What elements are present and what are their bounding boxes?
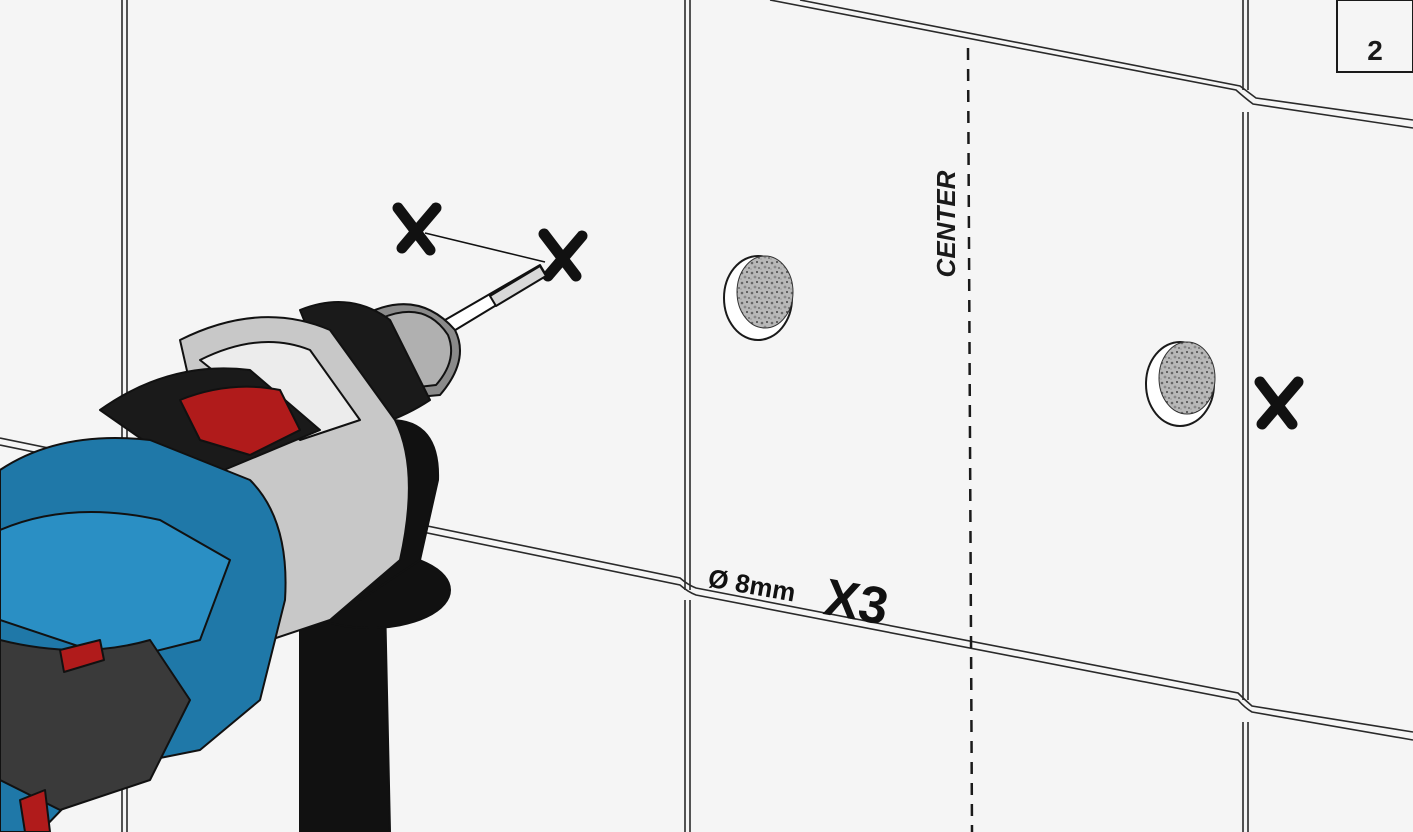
drilled-hole-right — [1145, 341, 1216, 427]
drill-mark-icon — [1254, 376, 1304, 430]
step-number-box: 2 — [1336, 0, 1413, 73]
center-label: CENTER — [931, 170, 961, 277]
drilled-hole-left — [723, 255, 794, 341]
mark-connector-line — [424, 232, 546, 263]
drill-spec-label: Ø 8mm X3 — [706, 563, 893, 637]
drill-mark-icon — [392, 202, 442, 256]
power-drill-icon — [0, 264, 547, 832]
drill-mark-icon — [538, 228, 588, 282]
center-dashed-line — [966, 47, 974, 832]
step-number: 2 — [1367, 35, 1383, 66]
drill-quantity: X3 — [820, 568, 893, 636]
